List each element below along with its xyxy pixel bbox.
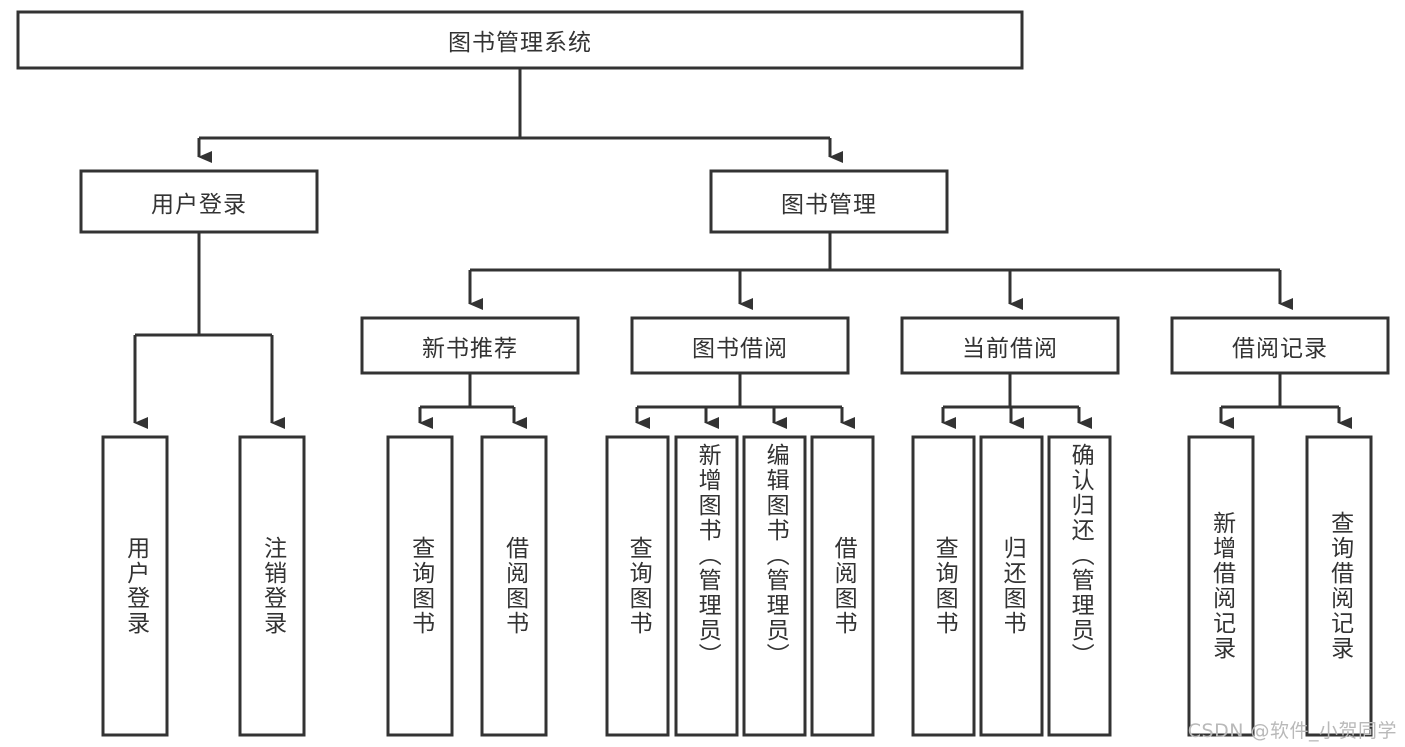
node-box-book-manage[interactable]	[709, 169, 949, 234]
node-box-leaf-add-record[interactable]	[1187, 435, 1255, 737]
node-box-leaf-query-record[interactable]	[1305, 435, 1373, 737]
node-box-leaf-add-book[interactable]	[674, 435, 739, 737]
node-box-borrow-record[interactable]	[1170, 316, 1390, 375]
node-box-leaf-confirm-return[interactable]	[1047, 435, 1112, 737]
node-box-leaf-query-book-3[interactable]	[911, 435, 976, 737]
node-box-leaf-query-book-2[interactable]	[605, 435, 670, 737]
node-box-leaf-user-login[interactable]	[101, 435, 169, 737]
node-box-leaf-borrow-book-1[interactable]	[480, 435, 548, 737]
node-box-book-borrow[interactable]	[630, 316, 850, 375]
node-box-leaf-logout[interactable]	[238, 435, 306, 737]
node-box-leaf-borrow-book-2[interactable]	[810, 435, 875, 737]
node-box-new-book-recommend[interactable]	[360, 316, 580, 375]
node-box-leaf-return-book[interactable]	[979, 435, 1044, 737]
node-box-root[interactable]	[16, 10, 1024, 70]
csdn-watermark: CSDN @软件_小贺同学	[1187, 720, 1397, 742]
node-box-user-login[interactable]	[79, 169, 319, 234]
node-box-current-borrow[interactable]	[900, 316, 1120, 375]
node-box-leaf-query-book-1[interactable]	[386, 435, 454, 737]
node-box-leaf-edit-book[interactable]	[742, 435, 807, 737]
